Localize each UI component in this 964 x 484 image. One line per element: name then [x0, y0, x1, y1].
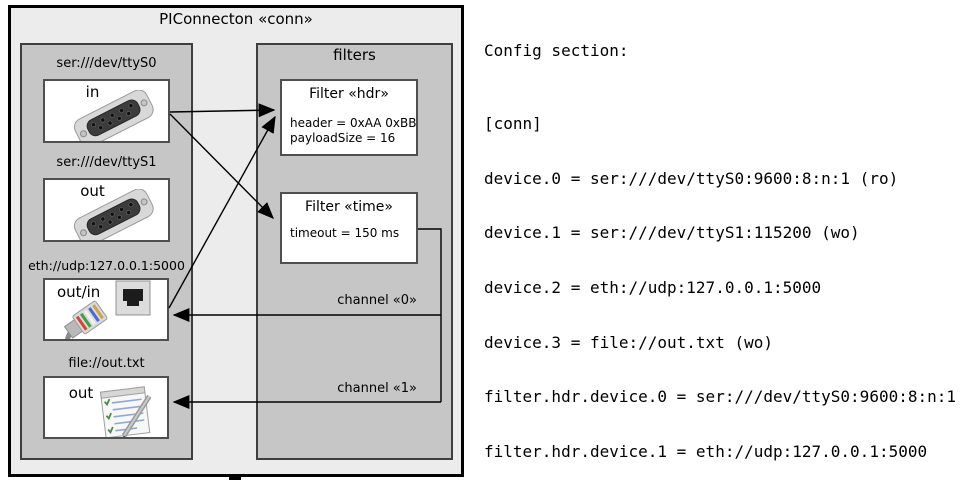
device-uri-ttys0: ser:///dev/ttyS0 — [56, 56, 157, 71]
device-uri-eth: eth://udp:127.0.0.1:5000 — [28, 258, 185, 273]
device-box-file: out — [43, 376, 169, 439]
filter-time-title: Filter «time» — [305, 199, 393, 215]
channel-0-label: channel «0» — [337, 293, 417, 308]
ethernet-plug-icon — [63, 300, 108, 339]
config-line: filter.hdr.device.0 = ser:///dev/ttyS0:9… — [484, 387, 957, 407]
filters-panel-title: filters — [333, 46, 376, 64]
config-line: device.3 = file://out.txt (wo) — [484, 332, 773, 352]
device-uri-ttys1: ser:///dev/ttyS1 — [56, 155, 157, 170]
device-box-ttys1: out — [43, 178, 170, 242]
serial-db9-icon — [73, 90, 154, 141]
device-port-label: out/in — [57, 283, 101, 301]
channel-1-label: channel «1» — [337, 381, 417, 396]
device-port-label: out — [68, 384, 94, 402]
config-line: [conn] — [484, 114, 542, 134]
config-line: device.0 = ser:///dev/ttyS0:9600:8:n:1 (… — [484, 168, 899, 188]
serial-db9-icon — [73, 189, 154, 240]
ethernet-port-icon — [115, 280, 151, 316]
config-line: filter.hdr.device.1 = eth://udp:127.0.0.… — [484, 441, 928, 461]
config-heading: Config section: — [484, 41, 629, 61]
connection-title: PIConnecton «conn» — [159, 10, 313, 28]
filter-hdr-param-header: header = 0xAA 0xBB — [290, 116, 417, 130]
filter-hdr-box: Filter «hdr» header = 0xAA 0xBB payloadS… — [280, 79, 418, 156]
device-port-label: in — [85, 83, 100, 101]
config-line: device.2 = eth://udp:127.0.0.1:5000 — [484, 278, 822, 298]
filter-time-param-timeout: timeout = 150 ms — [290, 226, 400, 240]
config-panel: Config section: [conn] device.0 = ser://… — [484, 6, 962, 484]
device-box-ttys0: in — [43, 79, 170, 143]
filter-time-box: Filter «time» timeout = 150 ms — [280, 192, 418, 264]
device-box-eth: out/in — [43, 278, 169, 341]
device-port-label: out — [80, 182, 105, 200]
filter-hdr-title: Filter «hdr» — [309, 86, 389, 102]
filter-hdr-param-payload: payloadSize = 16 — [290, 131, 396, 145]
device-uri-file: file://out.txt — [68, 356, 145, 371]
notepad-icon — [99, 386, 152, 437]
config-line: device.1 = ser:///dev/ttyS1:115200 (wo) — [484, 223, 860, 243]
